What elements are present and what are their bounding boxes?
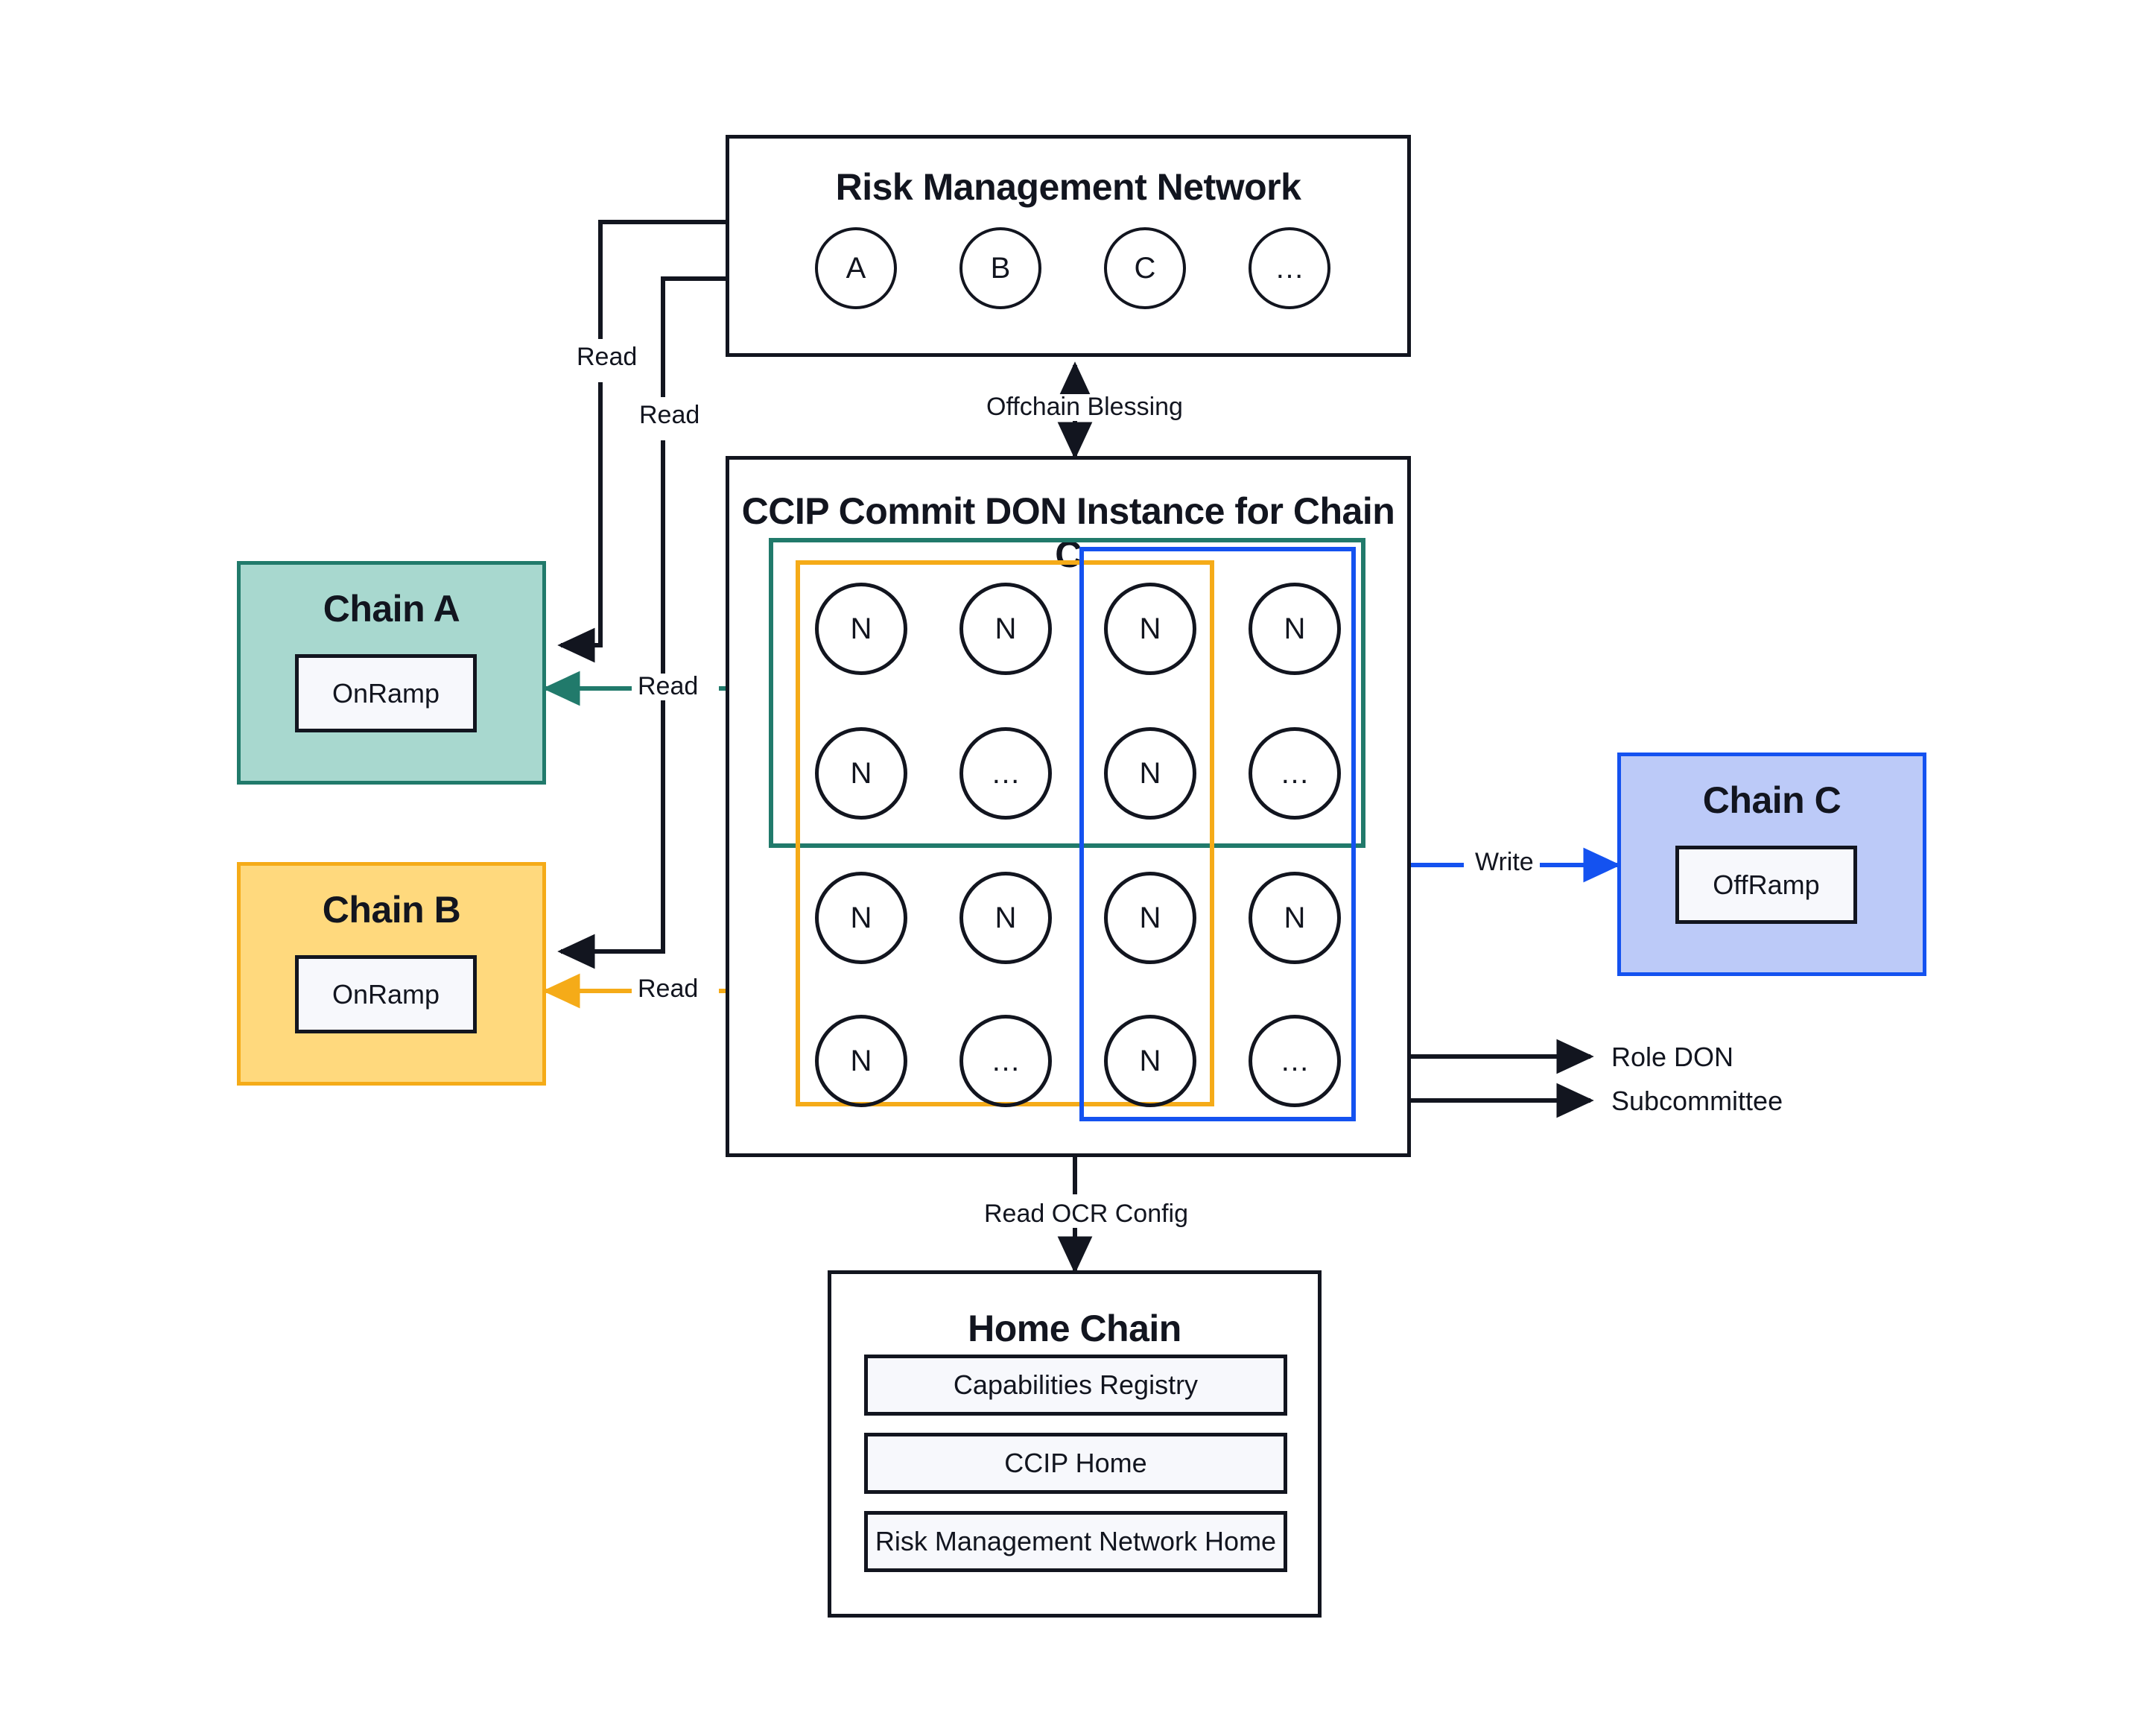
don-node-label: N — [1284, 901, 1306, 934]
chain-c-offramp: OffRamp — [1675, 846, 1857, 924]
read-label-rmn-chain-a: Read — [571, 343, 644, 371]
read-connector-rmn-to-chain-a — [557, 220, 726, 663]
don-node: N — [1104, 727, 1196, 820]
don-node-label: N — [1139, 756, 1161, 790]
rmn-node-c: C — [1104, 227, 1186, 309]
don-node: N — [1104, 583, 1196, 675]
don-node: … — [959, 1015, 1052, 1107]
don-node-label: N — [850, 756, 872, 790]
teal-role-don-overlay — [769, 538, 1365, 848]
don-node-label: … — [991, 756, 1021, 790]
don-node-label: … — [991, 1044, 1021, 1077]
chain-a-title: Chain A — [323, 588, 460, 630]
commit-don-title: CCIP Commit DON Instance for Chain C — [741, 490, 1395, 575]
rmn-node-label: … — [1275, 251, 1304, 285]
write-label: Write — [1469, 849, 1540, 876]
read-label-teal: Read — [632, 673, 705, 700]
legend-subcommittee-label: Subcommittee — [1611, 1086, 1783, 1116]
chain-b-onramp: OnRamp — [295, 955, 477, 1033]
home-chain-item-ccip-home: CCIP Home — [864, 1433, 1287, 1494]
home-chain-item-capabilities-registry: Capabilities Registry — [864, 1355, 1287, 1416]
don-node-label: N — [994, 612, 1017, 645]
don-node-label: N — [1284, 612, 1306, 645]
don-node-label: … — [1280, 756, 1310, 790]
chain-a-onramp: OnRamp — [295, 654, 477, 732]
read-ocr-config-label: Read OCR Config — [978, 1200, 1195, 1228]
chain-c-title: Chain C — [1702, 779, 1841, 821]
don-node: … — [1249, 1015, 1341, 1107]
don-node: N — [1104, 1015, 1196, 1107]
don-node: N — [959, 872, 1052, 964]
don-node: N — [815, 583, 907, 675]
rmn-node-label: C — [1134, 251, 1156, 285]
rmn-node-b: B — [959, 227, 1041, 309]
read-label-amber: Read — [632, 975, 705, 1003]
blue-subcommittee-overlay — [1079, 547, 1356, 1121]
don-node: N — [815, 1015, 907, 1107]
offchain-blessing-label: Offchain Blessing — [980, 393, 1189, 421]
don-node-label: N — [850, 612, 872, 645]
home-chain-item-rmn-home: Risk Management Network Home — [864, 1511, 1287, 1572]
don-node: N — [959, 583, 1052, 675]
don-node: N — [1249, 872, 1341, 964]
rmn-node-ellipsis: … — [1249, 227, 1330, 309]
don-node-label: N — [850, 1044, 872, 1077]
rmn-node-a: A — [815, 227, 897, 309]
rmn-node-label: A — [846, 251, 866, 285]
read-label-rmn-chain-b: Read — [633, 402, 706, 429]
don-node: N — [815, 727, 907, 820]
don-node-label: … — [1280, 1044, 1310, 1077]
risk-management-network-title: Risk Management Network — [835, 166, 1301, 208]
chain-b-title: Chain B — [322, 889, 461, 931]
don-node: … — [959, 727, 1052, 820]
don-node-label: N — [1139, 612, 1161, 645]
legend-role-don-label: Role DON — [1611, 1042, 1734, 1072]
rmn-node-label: B — [990, 251, 1011, 285]
home-chain-title: Home Chain — [968, 1308, 1181, 1349]
don-node: … — [1249, 727, 1341, 820]
don-node-label: N — [994, 901, 1017, 934]
don-node-label: N — [1139, 1044, 1161, 1077]
read-connector-rmn-to-chain-b — [557, 276, 726, 969]
don-node: N — [1104, 872, 1196, 964]
don-node: N — [815, 872, 907, 964]
don-node-label: N — [850, 901, 872, 934]
don-node-label: N — [1139, 901, 1161, 934]
don-node: N — [1249, 583, 1341, 675]
